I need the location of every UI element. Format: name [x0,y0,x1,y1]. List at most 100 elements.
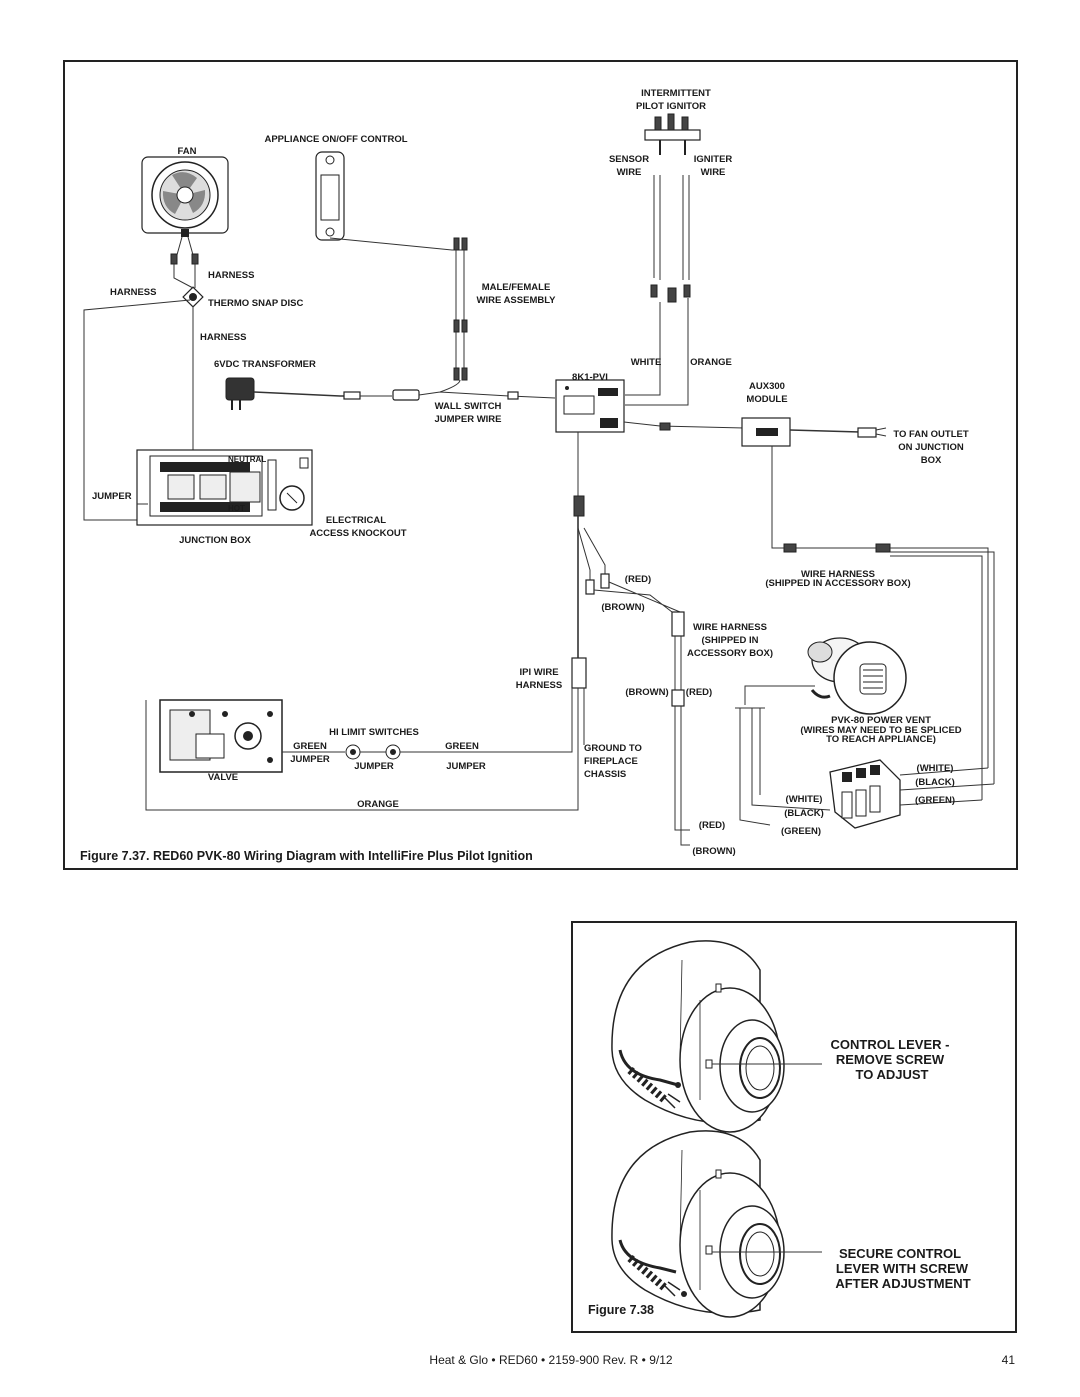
igniter-connector [667,287,677,303]
hi-limit-switch-2-icon [385,744,401,760]
pilot-ignitor-icon [644,113,701,155]
label-access-knockout: ACCESS KNOCKOUT [309,528,406,539]
label-green-p: (GREEN) [915,795,955,806]
label-transformer: 6VDC TRANSFORMER [214,359,316,370]
label-harness-left: HARNESS [110,287,156,298]
terminal-outgoing-wires [899,767,995,806]
label-black-p: (BLACK) [915,777,955,788]
igniter-connector-2 [683,284,691,298]
label-electrical: ELECTRICAL [326,515,386,526]
valve-orange-wire [145,700,579,811]
label-shipped-in: (SHIPPED IN [701,635,758,646]
label-box: BOX [921,455,942,466]
gas-valve-icon [159,699,283,773]
ipi-harness-block [571,657,587,689]
label-harness-top: HARNESS [208,270,254,281]
red-brown-jumpers [593,581,681,613]
figure-7-37-frame [63,60,1018,870]
callout-bottom-line-3: AFTER ADJUSTMENT [835,1276,970,1291]
label-intermittent: INTERMITTENT [641,88,711,99]
power-vent-icon [807,637,907,715]
jumper-plug-right [507,391,519,400]
fan-connector-right [191,253,199,265]
label-pilot-ignitor: PILOT IGNITOR [636,101,706,112]
pvi-to-aux-wire [623,421,745,429]
label-jumper-3: JUMPER [446,761,486,772]
callout-bottom-line-2: LEVER WITH SCREW [836,1261,969,1276]
page-number: 41 [1002,1353,1016,1367]
label-green-p3: (GREEN) [781,826,821,837]
ignitor-wires [653,175,690,280]
label-module: MODULE [746,394,787,405]
harness-to-vent-wires [890,547,995,800]
label-orange: ORANGE [690,357,732,368]
label-white: WHITE [631,357,662,368]
label-jumper: JUMPER [92,491,132,502]
label-pvk80: PVK-80 POWER VENT [831,715,931,726]
label-appliance-control: APPLIANCE ON/OFF CONTROL [264,134,407,145]
transformer-icon [225,377,255,410]
transformer-plug [343,391,361,400]
label-splice-1: (WIRES MAY NEED TO BE SPLICED [800,725,961,736]
label-shipped-accessory-1: (SHIPPED IN ACCESSORY BOX) [765,578,910,589]
fan-icon [141,156,229,237]
wall-switch-jumper-block [392,389,420,401]
label-jumper-wire: JUMPER WIRE [434,414,501,425]
label-jumper-2: JUMPER [354,761,394,772]
wire-harness-plug-right [875,543,891,553]
callout-top-line-3: TO ADJUST [856,1067,929,1082]
vent-top-drawing [611,940,785,1133]
label-jumper-1: JUMPER [290,754,330,765]
switch-to-assembly-wire [329,237,462,251]
label-wire-harness-2: WIRE HARNESS [693,622,767,633]
red-brown-to-vent [674,706,690,846]
label-fireplace: FIREPLACE [584,756,638,767]
label-chassis: CHASSIS [584,769,626,780]
vent-bottom-drawing [611,1130,785,1318]
vent-cable [744,685,815,705]
label-aux300: AUX300 [749,381,785,392]
label-igniter-wire: WIRE [701,167,726,178]
label-hi-limit: HI LIMIT SWITCHES [329,727,419,738]
terminal-block-icon [829,759,901,829]
label-male-female: MALE/FEMALE [482,282,551,293]
pvi-aux-plug [659,422,671,431]
label-black-p2: (BLACK) [784,808,824,819]
harness-left-wire [83,299,191,521]
label-green-2: GREEN [445,741,479,752]
label-igniter: IGNITER [694,154,733,165]
label-brown-1: (BROWN) [601,602,644,613]
aux-fan-cord [789,429,861,433]
callout-top-line-1: CONTROL LEVER - [831,1037,950,1052]
label-sensor: SENSOR [609,154,649,165]
ipi-brown-terminal [600,573,610,589]
callout-top-line-2: REMOVE SCREW [836,1052,945,1067]
page-footer: Heat & Glo • RED60 • 2159-900 Rev. R • 9… [429,1353,672,1367]
fan-connector-left [170,253,178,265]
label-on-junction: ON JUNCTION [898,442,964,453]
label-wall-switch: WALL SWITCH [435,401,502,412]
wire-harness-connector-top [671,611,685,637]
ipi-connector [573,495,585,517]
sensor-connector [650,284,658,298]
wire-harness-plug-left [783,543,797,553]
figure-7-38-frame [571,921,1017,1333]
label-harness-mid: HARNESS [200,332,246,343]
aux300-module [741,417,791,447]
valve-green-wire-2 [400,700,573,753]
label-thermo-snap: THERMO SNAP DISC [208,298,304,309]
figure-7-38-caption: Figure 7.38 [588,1303,654,1317]
callout-bottom-line-1: SECURE CONTROL [839,1246,961,1261]
label-accessory-box: ACCESSORY BOX) [687,648,773,659]
appliance-switch-icon [315,151,345,241]
label-brown-2: (BROWN) [625,687,668,698]
thermo-snap-disc-icon [182,286,204,308]
label-valve: VALVE [208,772,238,783]
label-wire-assembly: WIRE ASSEMBLY [476,295,556,306]
ipi-red-terminal [585,579,595,595]
fan-outlet-plug [857,427,877,438]
pvi-module [555,379,625,433]
label-ipi-harness: HARNESS [516,680,562,691]
label-wire-harness-1: WIRE HARNESS [801,569,875,580]
label-pvi: 8K1-PVI [572,372,608,383]
